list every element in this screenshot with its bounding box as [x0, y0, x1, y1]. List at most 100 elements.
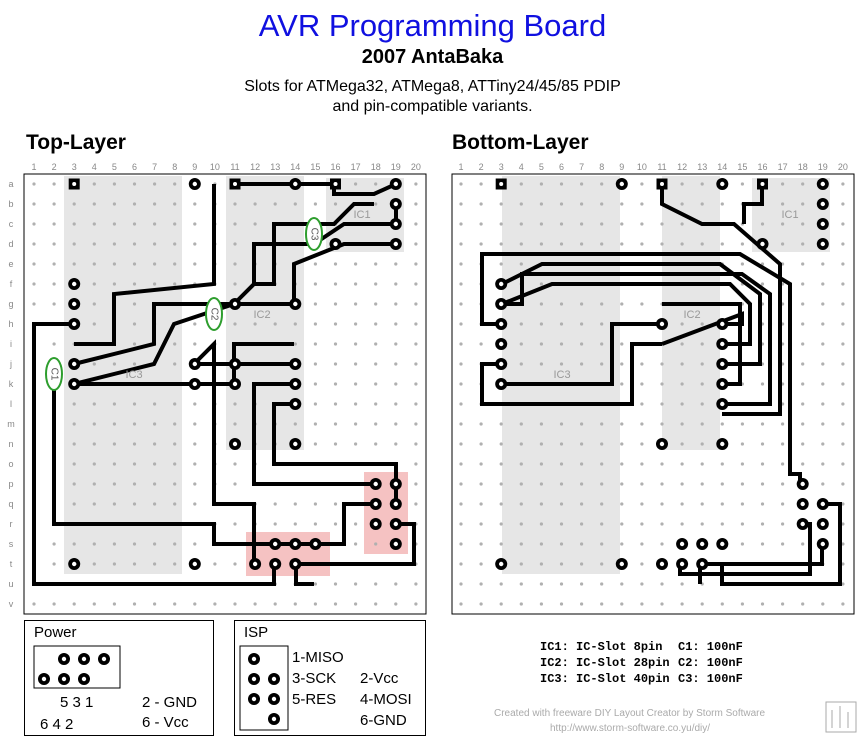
grid-hole	[414, 582, 418, 586]
grid-hole	[459, 542, 463, 546]
grid-hole	[519, 462, 523, 466]
top-capacitors: C1 C2 C3	[45, 217, 323, 391]
grid-hole	[841, 602, 845, 606]
grid-hole	[153, 222, 157, 226]
grid-hole	[519, 202, 523, 206]
grid-hole	[374, 382, 378, 386]
grid-hole	[72, 242, 76, 246]
grid-hole	[112, 562, 116, 566]
grid-hole	[539, 462, 544, 466]
grid-hole	[580, 362, 584, 366]
grid-hole	[394, 322, 398, 326]
grid-hole	[700, 502, 704, 506]
grid-hole	[293, 202, 297, 206]
grid-column-label: 7	[579, 162, 584, 172]
grid-hole	[173, 482, 177, 486]
grid-hole	[499, 582, 503, 586]
grid-column-label: 16	[330, 162, 340, 172]
grid-hole	[559, 582, 564, 586]
grid-column-label: 14	[290, 162, 300, 172]
grid-column-label: 6	[132, 162, 137, 172]
grid-hole	[539, 442, 544, 446]
grid-column-label: 7	[152, 162, 157, 172]
grid-hole	[173, 402, 177, 406]
grid-hole	[680, 402, 684, 406]
power-box-title: Power	[34, 624, 77, 641]
grid-hole	[620, 202, 624, 206]
grid-hole	[394, 282, 398, 286]
grid-hole	[620, 422, 624, 426]
grid-hole	[394, 362, 398, 366]
grid-hole	[132, 442, 137, 446]
grid-row-label: l	[10, 399, 12, 409]
grid-hole	[841, 582, 845, 586]
grid-hole	[499, 482, 503, 486]
capacitor-c3	[305, 217, 323, 251]
grid-hole	[32, 202, 36, 206]
grid-hole	[801, 302, 805, 306]
grid-hole	[333, 602, 338, 606]
grid-hole	[313, 422, 317, 426]
grid-hole	[92, 362, 96, 366]
grid-hole	[559, 302, 564, 306]
grid-hole	[92, 462, 96, 466]
grid-hole	[580, 602, 584, 606]
grid-hole	[414, 362, 418, 366]
grid-hole	[72, 262, 76, 266]
grid-column-label: 11	[657, 162, 666, 172]
grid-hole	[801, 402, 805, 406]
grid-hole	[539, 282, 544, 286]
grid-hole	[333, 422, 338, 426]
grid-hole	[414, 302, 418, 306]
grid-hole	[313, 302, 317, 306]
grid-hole	[333, 202, 338, 206]
top-layer-title: Top-Layer	[26, 131, 126, 154]
grid-hole	[499, 202, 503, 206]
grid-hole	[519, 602, 523, 606]
grid-hole	[740, 502, 745, 506]
grid-hole	[600, 522, 604, 526]
legend-c3: C3: 100nF	[678, 672, 743, 686]
grid-hole	[600, 302, 604, 306]
grid-column-label: 13	[697, 162, 707, 172]
grid-hole	[760, 522, 765, 526]
grid-column-label: 9	[192, 162, 197, 172]
grid-hole	[801, 422, 805, 426]
grid-hole	[539, 522, 544, 526]
grid-hole	[760, 382, 765, 386]
grid-hole	[72, 502, 76, 506]
grid-hole	[414, 422, 418, 426]
grid-hole	[841, 342, 845, 346]
grid-hole	[92, 302, 96, 306]
grid-hole	[32, 262, 36, 266]
grid-hole	[479, 242, 483, 246]
grid-hole	[580, 182, 584, 186]
grid-hole	[112, 282, 116, 286]
grid-hole	[293, 322, 297, 326]
grid-hole	[760, 482, 765, 486]
grid-hole	[620, 442, 624, 446]
grid-hole	[52, 302, 56, 306]
grid-hole	[173, 282, 177, 286]
grid-column-label: 6	[559, 162, 564, 172]
grid-hole	[354, 442, 358, 446]
grid-hole	[273, 602, 277, 606]
grid-column-label: 15	[737, 162, 747, 172]
grid-hole	[354, 402, 358, 406]
capacitor-c1	[45, 357, 63, 391]
grid-hole	[781, 242, 785, 246]
grid-hole	[539, 502, 544, 506]
grid-hole	[394, 442, 398, 446]
grid-hole	[841, 522, 845, 526]
grid-row-label: r	[10, 519, 13, 529]
grid-hole	[680, 362, 684, 366]
grid-hole	[700, 242, 704, 246]
grid-hole	[700, 322, 704, 326]
grid-hole	[333, 342, 338, 346]
grid-hole	[640, 402, 644, 406]
grid-hole	[374, 362, 378, 366]
power-bottom-pin-numbers: 6 4 2	[40, 716, 74, 733]
grid-hole	[112, 542, 116, 546]
grid-hole	[841, 362, 845, 366]
grid-hole	[414, 462, 418, 466]
